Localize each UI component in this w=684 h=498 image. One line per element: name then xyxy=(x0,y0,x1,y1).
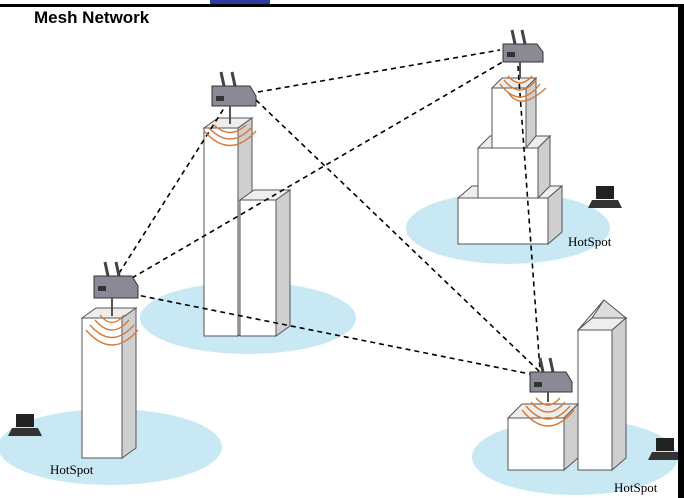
hotspot-label: HotSpot xyxy=(614,480,658,495)
signal-wave-icon xyxy=(85,314,139,346)
mesh-link xyxy=(131,293,531,375)
router-icon xyxy=(502,29,544,78)
building-middle xyxy=(202,117,292,337)
mesh-link xyxy=(257,49,501,93)
building-spire xyxy=(506,299,628,472)
mesh-link xyxy=(517,65,541,371)
mesh-link xyxy=(115,101,229,279)
header-rule xyxy=(0,4,684,7)
building-stepped xyxy=(456,76,564,246)
laptop-icon xyxy=(588,186,622,208)
router-icon xyxy=(93,261,139,316)
top-banner xyxy=(210,0,270,4)
signal-wave-icon xyxy=(521,397,575,427)
hotspot-label: HotSpot xyxy=(568,234,612,249)
laptop-icon xyxy=(8,414,42,436)
hotspot-label: HotSpot xyxy=(50,462,94,477)
mesh-links xyxy=(115,49,541,375)
router-icon xyxy=(211,71,257,124)
router-icon xyxy=(529,357,573,402)
building-left xyxy=(80,307,138,459)
page-edge xyxy=(678,7,684,498)
mesh-link xyxy=(131,59,507,279)
signal-wave-icon xyxy=(499,75,547,102)
mesh-link xyxy=(255,99,541,373)
diagram-title: Mesh Network xyxy=(34,8,150,27)
signal-wave-icon xyxy=(203,124,257,147)
laptop-icon xyxy=(648,438,682,460)
